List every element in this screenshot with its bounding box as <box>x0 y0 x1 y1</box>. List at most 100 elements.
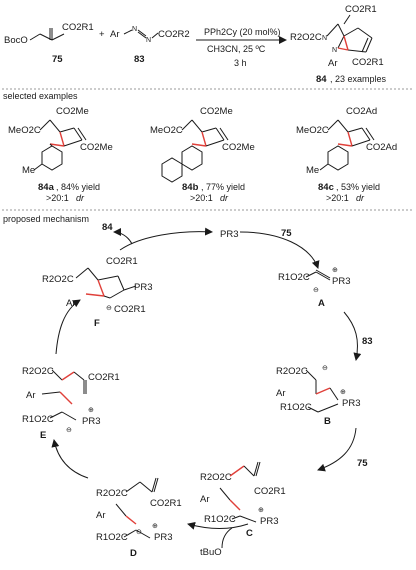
svg-text:PR3: PR3 <box>332 276 350 287</box>
label-84a: 84a <box>38 182 55 193</box>
p84-n1: N <box>322 35 327 42</box>
svg-text:, 77% yield: , 77% yield <box>201 182 245 192</box>
svg-text:CO2Me: CO2Me <box>200 106 233 117</box>
svg-text:⊖: ⊖ <box>66 427 72 434</box>
arrow-F-to-PR3 <box>119 227 213 251</box>
svg-text:R1O2C: R1O2C <box>278 272 310 283</box>
svg-text:R1O2C: R1O2C <box>96 532 128 543</box>
svg-text:R2O2C: R2O2C <box>96 488 128 499</box>
arrow-D-to-E <box>51 439 89 479</box>
label-C: C <box>246 528 253 539</box>
svg-text:⊕: ⊕ <box>332 267 338 274</box>
label-84b: 84b <box>182 182 199 193</box>
svg-text:dr: dr <box>76 193 85 203</box>
cond-solvent: CH3CN, 25 ºC <box>207 44 266 54</box>
svg-text:⊖: ⊖ <box>106 305 112 312</box>
example-84b: CO2Me MeO2C CO2Me 84b , 77% yield >20:1 … <box>150 106 255 203</box>
azo-ar: Ar <box>110 29 120 40</box>
intermediate-C: R2O2C CO2R1 Ar R1O2C ⊕ PR3 C <box>200 461 286 539</box>
arrow-B-to-C <box>317 427 357 472</box>
svg-text:, 53% yield: , 53% yield <box>336 182 380 192</box>
arrow-E-to-F <box>55 299 81 355</box>
svg-text:PR3: PR3 <box>260 516 278 527</box>
example-84a: CO2Me MeO2C CO2Me Me 84a , 84% yield >20… <box>8 106 113 203</box>
label-E: E <box>40 430 46 441</box>
svg-text:⊕: ⊕ <box>88 407 94 414</box>
azo-n2: N <box>146 37 151 44</box>
arrow-pr3-to-A <box>239 231 320 269</box>
p84-ar: Ar <box>328 58 338 69</box>
intermediate-A: R1O2C ⊖ ⊕ PR3 A <box>278 267 350 309</box>
svg-text:>20:1: >20:1 <box>326 193 349 203</box>
svg-text:Me: Me <box>306 165 319 176</box>
svg-text:CO2Ad: CO2Ad <box>366 142 397 153</box>
proposed-mechanism: proposed mechanism PR3 75 83 75 tBuO 84 … <box>3 214 373 559</box>
ester-label: CO2R1 <box>62 22 94 33</box>
svg-text:dr: dr <box>356 193 365 203</box>
selected-examples: selected examples CO2Me MeO2C CO2Me Me 8… <box>3 91 397 203</box>
cond-time: 3 h <box>234 58 247 68</box>
svg-text:CO2Me: CO2Me <box>222 142 255 153</box>
p84-ester-top: CO2R1 <box>345 4 377 15</box>
label-D: D <box>130 548 137 559</box>
svg-text:Ar: Ar <box>200 494 210 505</box>
svg-text:R1O2C: R1O2C <box>280 402 312 413</box>
intermediate-D: R2O2C CO2R1 Ar ⊖ R1O2C ⊕ PR3 D <box>96 477 182 559</box>
tBuO-label: tBuO <box>200 547 222 558</box>
plus-sign: + <box>99 29 105 40</box>
compound-84: CO2R1 R2O2C N N Ar CO2R1 84 , 23 example… <box>290 4 387 85</box>
cond-catalyst: PPh2Cy (20 mol%) <box>204 27 281 37</box>
label-84c: 84c <box>318 182 334 193</box>
svg-text:⊖: ⊖ <box>313 287 319 294</box>
svg-text:Ar: Ar <box>96 510 106 521</box>
svg-text:MeO2C: MeO2C <box>296 125 329 136</box>
intermediate-F: CO2R1 R2O2C PR3 ⊖ CO2R1 Ar F <box>42 256 152 329</box>
intermediate-B: R2O2C ⊖ Ar R1O2C ⊕ PR3 B <box>276 365 360 427</box>
compound-83: Ar N N CO2R2 83 <box>110 26 190 65</box>
svg-text:MeO2C: MeO2C <box>150 125 183 136</box>
label-A: A <box>318 298 325 309</box>
catalyst-pr3: PR3 <box>220 229 238 240</box>
input-75-a: 75 <box>281 228 292 239</box>
input-75-b: 75 <box>357 458 368 469</box>
mechanism-heading: proposed mechanism <box>3 214 89 224</box>
svg-text:CO2R1: CO2R1 <box>88 372 120 383</box>
svg-text:CO2Me: CO2Me <box>80 142 113 153</box>
p84-n2: N <box>332 47 337 54</box>
arrow-release-84 <box>113 228 133 245</box>
p84-ester-bot: CO2R1 <box>352 57 384 68</box>
input-83: 83 <box>362 336 373 347</box>
reaction-equation: BocO CO2R1 75 + Ar N N CO2R2 83 PPh2Cy (… <box>4 4 387 85</box>
svg-text:CO2R1: CO2R1 <box>150 498 182 509</box>
svg-text:PR3: PR3 <box>134 282 152 293</box>
svg-text:dr: dr <box>220 193 229 203</box>
example-84c: CO2Ad MeO2C CO2Ad Me 84c , 53% yield >20… <box>296 106 397 203</box>
svg-text:, 84% yield: , 84% yield <box>56 182 100 192</box>
bocO-label: BocO <box>4 35 28 46</box>
p84-r2: R2O2C <box>290 32 322 43</box>
svg-text:PR3: PR3 <box>342 398 360 409</box>
arrow-A-to-B <box>343 311 362 361</box>
tbuo-curve <box>221 527 233 549</box>
svg-text:>20:1: >20:1 <box>190 193 213 203</box>
svg-text:Me: Me <box>22 165 35 176</box>
svg-text:CO2R1: CO2R1 <box>254 486 286 497</box>
svg-text:CO2R1: CO2R1 <box>114 304 146 315</box>
svg-text:CO2Me: CO2Me <box>56 106 89 117</box>
svg-text:R2O2C: R2O2C <box>22 366 54 377</box>
output-84: 84 <box>102 222 113 233</box>
svg-text:R1O2C: R1O2C <box>204 514 236 525</box>
svg-text:Ar: Ar <box>26 390 36 401</box>
azo-ester: CO2R2 <box>158 29 190 40</box>
svg-text:R2O2C: R2O2C <box>276 366 308 377</box>
svg-text:>20:1: >20:1 <box>46 193 69 203</box>
examples-count: , 23 examples <box>330 74 387 84</box>
svg-text:R2O2C: R2O2C <box>42 274 74 285</box>
svg-text:CO2R1: CO2R1 <box>106 256 138 267</box>
svg-text:R2O2C: R2O2C <box>200 472 232 483</box>
examples-heading: selected examples <box>3 91 78 101</box>
svg-text:⊖: ⊖ <box>136 529 142 536</box>
svg-text:⊖: ⊖ <box>322 365 328 372</box>
arrow-C-to-D <box>187 521 249 530</box>
